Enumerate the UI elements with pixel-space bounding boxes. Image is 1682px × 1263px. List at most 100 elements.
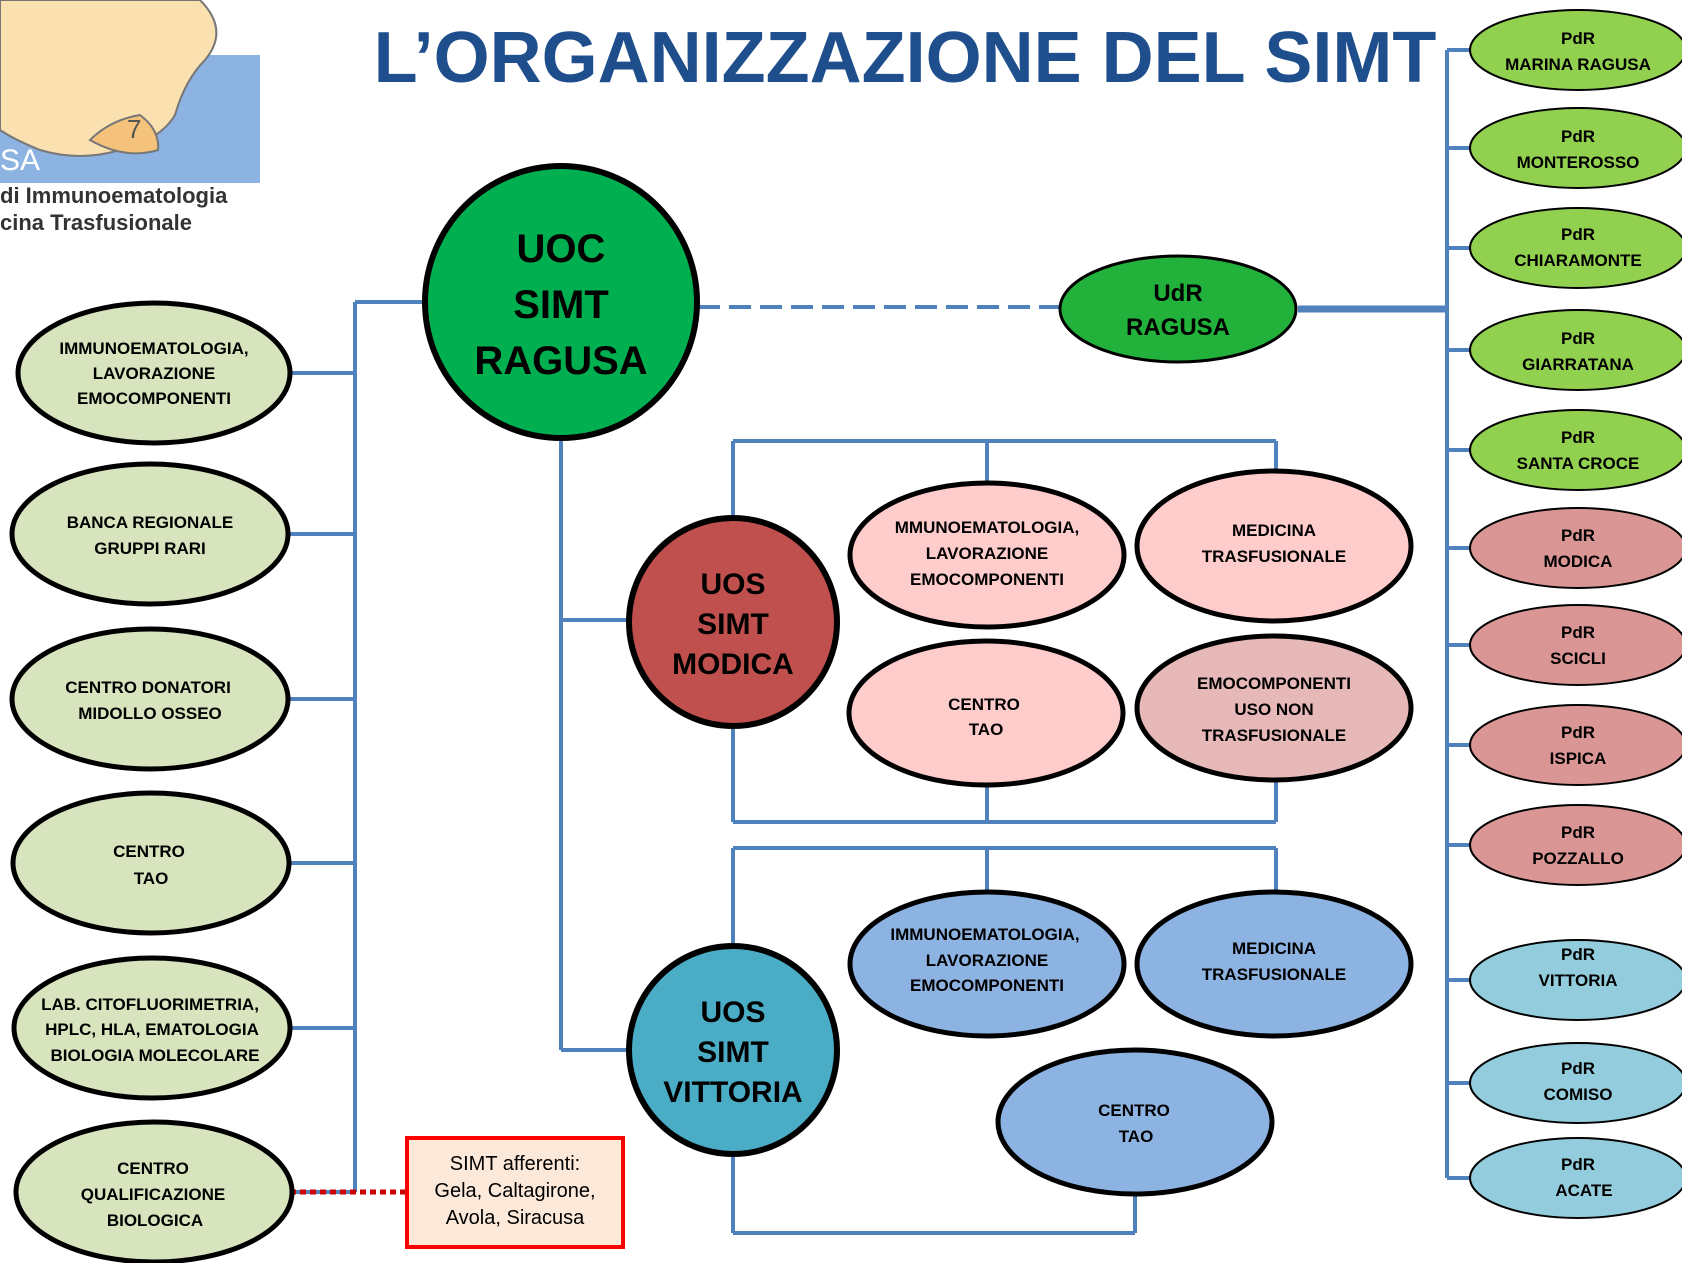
uos-modica-label-line2: SIMT xyxy=(697,608,769,641)
modica-unit-label: TRASFUSIONALE xyxy=(1202,726,1347,745)
pdr-ellipse xyxy=(1469,107,1682,189)
uos-modica-circle xyxy=(626,515,840,729)
pdr-label: PdR xyxy=(1561,823,1595,842)
uoc-unit-ellipse xyxy=(9,626,291,772)
uoc-unit-label: QUALIFICAZIONE xyxy=(81,1185,226,1204)
pdr-3: PdR CHIARAMONTE xyxy=(1469,207,1682,289)
uoc-unit-label: LAVORAZIONE xyxy=(93,364,215,383)
uoc-unit-label: BANCA REGIONALE xyxy=(67,513,234,532)
pdr-label: PdR xyxy=(1561,623,1595,642)
vittoria-unit-label: CENTRO xyxy=(1098,1101,1170,1120)
uoc-unit-label: GRUPPI RARI xyxy=(94,539,205,558)
note-line2: Gela, Caltagirone, xyxy=(434,1180,595,1202)
uoc-unit-2: BANCA REGIONALE GRUPPI RARI xyxy=(9,461,291,607)
uoc-unit-label: IMMUNOEMATOLOGIA, xyxy=(59,339,248,358)
pdr-label: GIARRATANA xyxy=(1522,355,1634,374)
modica-unit-label: MEDICINA xyxy=(1232,521,1316,540)
pdr-ellipse xyxy=(1469,1137,1682,1219)
pdr-4: PdR GIARRATANA xyxy=(1469,309,1682,391)
pdr-label: PdR xyxy=(1561,225,1595,244)
note-line3: Avola, Siracusa xyxy=(446,1207,585,1229)
pdr-label: MARINA RAGUSA xyxy=(1505,55,1651,74)
pdr-6: PdR MODICA xyxy=(1469,507,1682,589)
logo-caption-line1: di Immunoematologia xyxy=(0,183,228,208)
uoc-unit-1: IMMUNOEMATOLOGIA, LAVORAZIONE EMOCOMPONE… xyxy=(15,300,293,446)
pdr-label: PdR xyxy=(1561,723,1595,742)
uoc-unit-label: MIDOLLO OSSEO xyxy=(78,704,222,723)
modica-unit-label: USO NON xyxy=(1234,700,1313,719)
uos-vittoria-label-line1: UOS xyxy=(700,996,765,1029)
pdr-ellipse xyxy=(1469,409,1682,491)
uoc-unit-label: EMOCOMPONENTI xyxy=(77,389,231,408)
uoc-unit-ellipse xyxy=(15,300,293,446)
uoc-circle xyxy=(422,163,700,441)
pdr-2: PdR MONTEROSSO xyxy=(1469,107,1682,189)
pdr-label: COMISO xyxy=(1544,1085,1613,1104)
vittoria-unit-3: CENTRO TAO xyxy=(995,1047,1275,1197)
pdr-10: PdR VITTORIA xyxy=(1469,939,1682,1021)
pdr-label: MODICA xyxy=(1544,552,1613,571)
uoc-unit-ellipse xyxy=(13,1119,295,1263)
vittoria-unit-label: TRASFUSIONALE xyxy=(1202,965,1347,984)
uoc-unit-label: TAO xyxy=(134,869,169,888)
uoc-unit-label: LAB. CITOFLUORIMETRIA, xyxy=(41,995,259,1014)
uos-vittoria-node: UOS SIMT VITTORIA xyxy=(626,943,840,1157)
uoc-unit-label: CENTRO xyxy=(117,1159,189,1178)
uoc-unit-3: CENTRO DONATORI MIDOLLO OSSEO xyxy=(9,626,291,772)
pdr-7: PdR SCICLI xyxy=(1469,604,1682,686)
pdr-label: PdR xyxy=(1561,29,1595,48)
logo-province-shape xyxy=(88,113,160,155)
modica-unit-ellipse xyxy=(847,480,1127,630)
modica-unit-label: LAVORAZIONE xyxy=(926,544,1048,563)
pdr-label: PdR xyxy=(1561,526,1595,545)
modica-unit-3: CENTRO TAO xyxy=(846,638,1126,788)
pdr-9: PdR POZZALLO xyxy=(1469,804,1682,886)
uos-vittoria-circle xyxy=(626,943,840,1157)
udr-node: UdR RAGUSA xyxy=(1058,254,1298,364)
modica-unit-label: TAO xyxy=(969,720,1004,739)
vittoria-unit-label: MEDICINA xyxy=(1232,939,1316,958)
pdr-ellipse xyxy=(1469,604,1682,686)
modica-unit-1: MMUNOEMATOLOGIA, LAVORAZIONE EMOCOMPONEN… xyxy=(847,480,1127,630)
modica-unit-label: CENTRO xyxy=(948,695,1020,714)
pdr-label: SCICLI xyxy=(1550,649,1606,668)
pdr-label: PdR xyxy=(1561,329,1595,348)
uoc-unit-ellipse xyxy=(9,461,291,607)
modica-unit-ellipse xyxy=(1134,633,1414,783)
pdr-ellipse xyxy=(1469,804,1682,886)
vittoria-unit-label: IMMUNOEMATOLOGIA, xyxy=(890,925,1079,944)
pdr-label: PdR xyxy=(1561,1059,1595,1078)
modica-unit-label: MMUNOEMATOLOGIA, xyxy=(895,518,1079,537)
pdr-label: ISPICA xyxy=(1550,749,1607,768)
uoc-unit-ellipse xyxy=(11,955,293,1101)
pdr-12: PdR ACATE xyxy=(1469,1137,1682,1219)
pdr-ellipse xyxy=(1469,507,1682,589)
logo-region-fragment: SA xyxy=(0,144,40,177)
vittoria-unit-label: LAVORAZIONE xyxy=(926,951,1048,970)
uoc-unit-ellipse xyxy=(10,790,292,936)
pdr-ellipse xyxy=(1469,704,1682,786)
pdr-label: VITTORIA xyxy=(1538,971,1617,990)
vittoria-unit-2: MEDICINA TRASFUSIONALE xyxy=(1134,889,1414,1039)
modica-unit-label: EMOCOMPONENTI xyxy=(1197,674,1351,693)
note-line1: SIMT afferenti: xyxy=(450,1153,580,1175)
udr-label-line2: RAGUSA xyxy=(1126,314,1230,341)
udr-label-line1: UdR xyxy=(1153,280,1202,307)
uoc-unit-label: CENTRO xyxy=(113,842,185,861)
pdr-label: PdR xyxy=(1561,428,1595,447)
pdr-11: PdR COMISO xyxy=(1469,1042,1682,1124)
note-box: SIMT afferenti: Gela, Caltagirone, Avola… xyxy=(405,1136,625,1249)
pdr-ellipse xyxy=(1469,207,1682,289)
uoc-node: UOC SIMT RAGUSA xyxy=(422,163,700,441)
modica-unit-label: TRASFUSIONALE xyxy=(1202,547,1347,566)
uoc-unit-5: LAB. CITOFLUORIMETRIA, HPLC, HLA, EMATOL… xyxy=(11,955,293,1101)
uos-vittoria-label-line3: VITTORIA xyxy=(663,1076,802,1109)
uoc-label-line3: RAGUSA xyxy=(474,339,647,383)
vittoria-unit-ellipse xyxy=(995,1047,1275,1197)
uoc-unit-label: CENTRO DONATORI xyxy=(65,678,231,697)
modica-unit-ellipse xyxy=(846,638,1126,788)
uoc-unit-label: HPLC, HLA, EMATOLOGIA xyxy=(45,1020,259,1039)
pdr-label: MONTEROSSO xyxy=(1517,153,1640,172)
modica-unit-2: MEDICINA TRASFUSIONALE xyxy=(1134,468,1414,624)
